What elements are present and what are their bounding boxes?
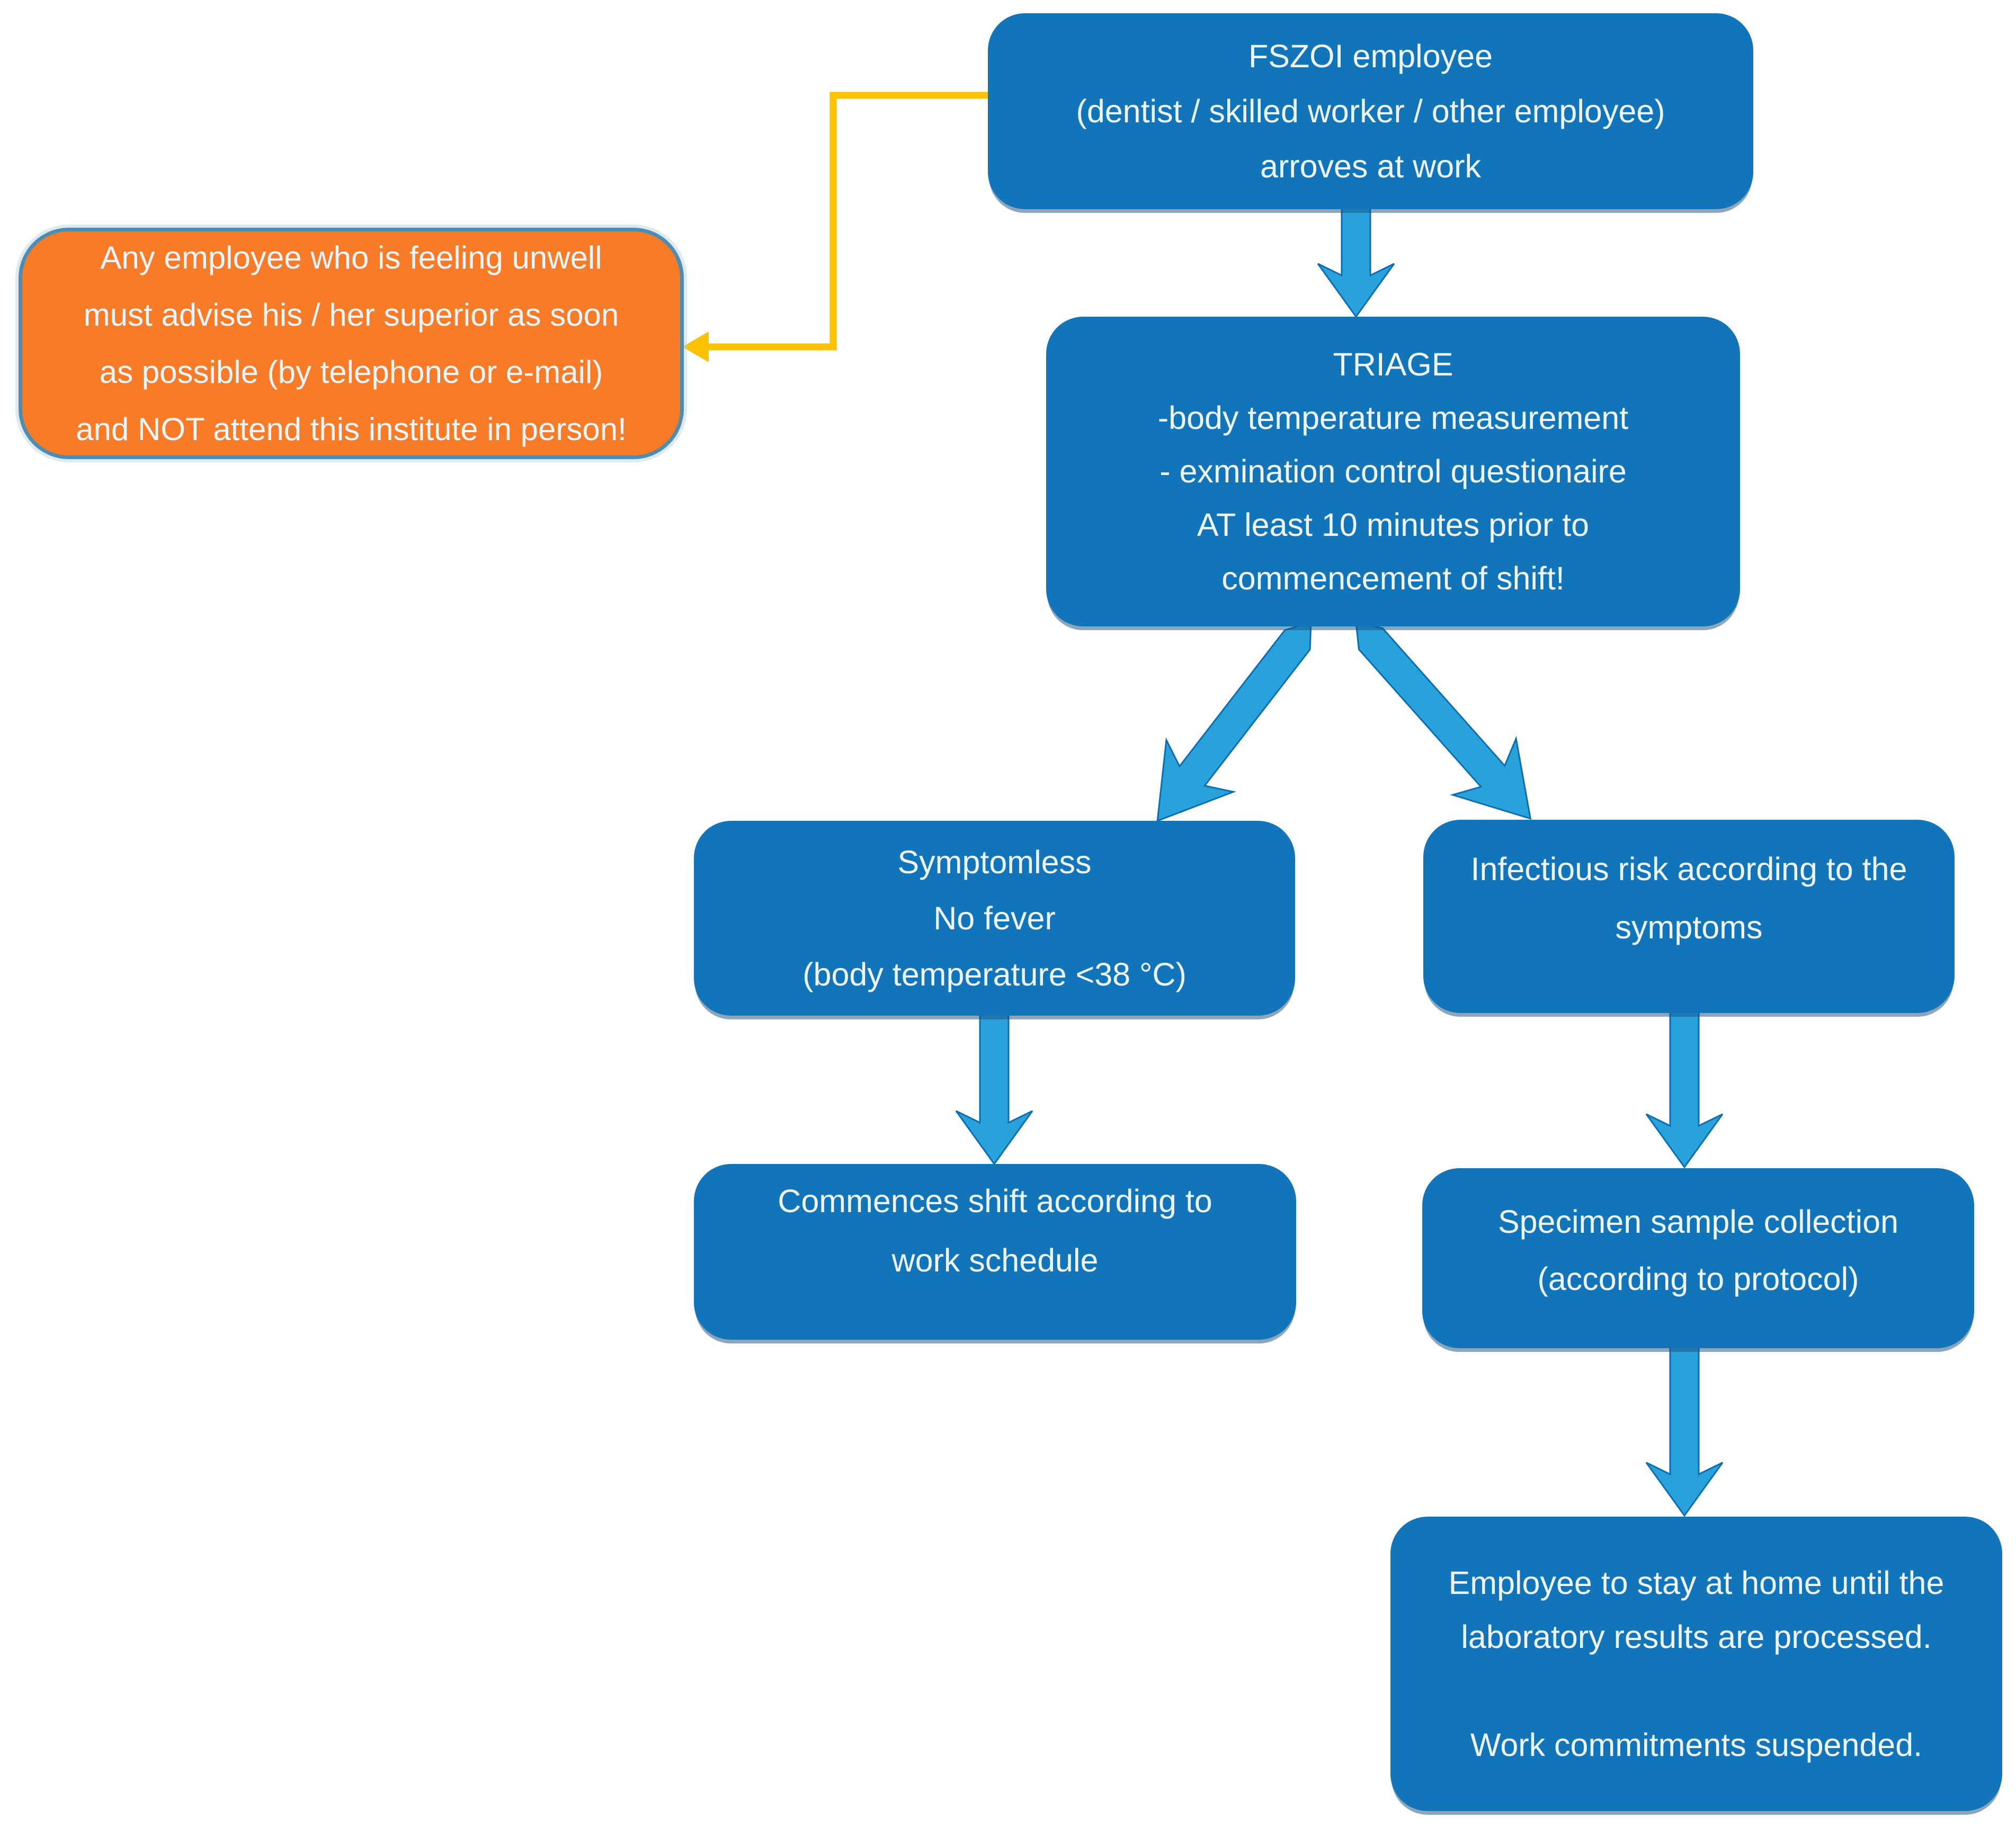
node-text-line: (according to protocol) [1537,1261,1859,1297]
node-unwell-warning: Any employee who is feeling unwell must … [19,228,684,459]
node-text-line: and NOT attend this institute in person! [76,411,627,447]
node-text-line: - exmination control questionaire [1159,453,1627,489]
arrow-specimen-to-stayhome [1645,1346,1724,1517]
node-stay-at-home: Employee to stay at home until the labor… [1390,1517,2002,1811]
node-commences-shift: Commences shift according to work schedu… [694,1164,1296,1340]
node-text-line: Commences shift according to [778,1183,1212,1219]
node-text-line: AT least 10 minutes prior to [1197,507,1590,543]
node-fszoi-employee: FSZOI employee (dentist / skilled worker… [988,13,1753,209]
node-text-line: laboratory results are processed. [1461,1619,1932,1655]
unwell-connector-line [706,92,988,351]
arrow-infectious-to-specimen [1645,1011,1724,1169]
node-text-line: (body temperature <38 °C) [802,956,1187,992]
arrow-triage-to-symptomless [1156,621,1312,822]
unwell-connector-arrowhead [682,331,709,362]
node-text-line: Employee to stay at home until the [1448,1565,1944,1601]
node-text-line: Specimen sample collection [1497,1204,1899,1240]
node-text-line: arroves at work [1260,148,1481,184]
node-text-line: as possible (by telephone or e-mail) [99,354,603,390]
node-text-line: TRIAGE [1333,346,1453,382]
node-triage: TRIAGE -body temperature measurement - e… [1046,317,1740,626]
arrow-symptomless-to-commences [955,1014,1033,1166]
arrow-start-to-triage [1317,207,1395,318]
node-text-line: Work commitments suspended. [1470,1727,1923,1763]
arrow-triage-to-infectious [1355,621,1532,820]
node-text-line: commencement of shift! [1221,560,1565,596]
node-text-line: Infectious risk according to the [1470,850,1907,887]
node-text-line: work schedule [891,1242,1099,1278]
node-text-line: Any employee who is feeling unwell [100,239,602,275]
node-text-line: -body temperature measurement [1157,400,1629,436]
node-text-line: must advise his / her superior as soon [83,297,619,333]
node-infectious-risk: Infectious risk according to the symptom… [1423,820,1955,1013]
node-text-line: symptoms [1615,909,1763,945]
node-text-line: FSZOI employee [1248,38,1493,74]
node-text-line: Symptomless [897,844,1092,880]
node-text-line: No fever [933,900,1056,936]
node-text-line [1692,1664,1701,1718]
node-text-line: (dentist / skilled worker / other employ… [1076,93,1665,129]
node-symptomless: Symptomless No fever (body temperature <… [694,821,1295,1016]
node-specimen-collection: Specimen sample collection (according to… [1422,1168,1974,1348]
